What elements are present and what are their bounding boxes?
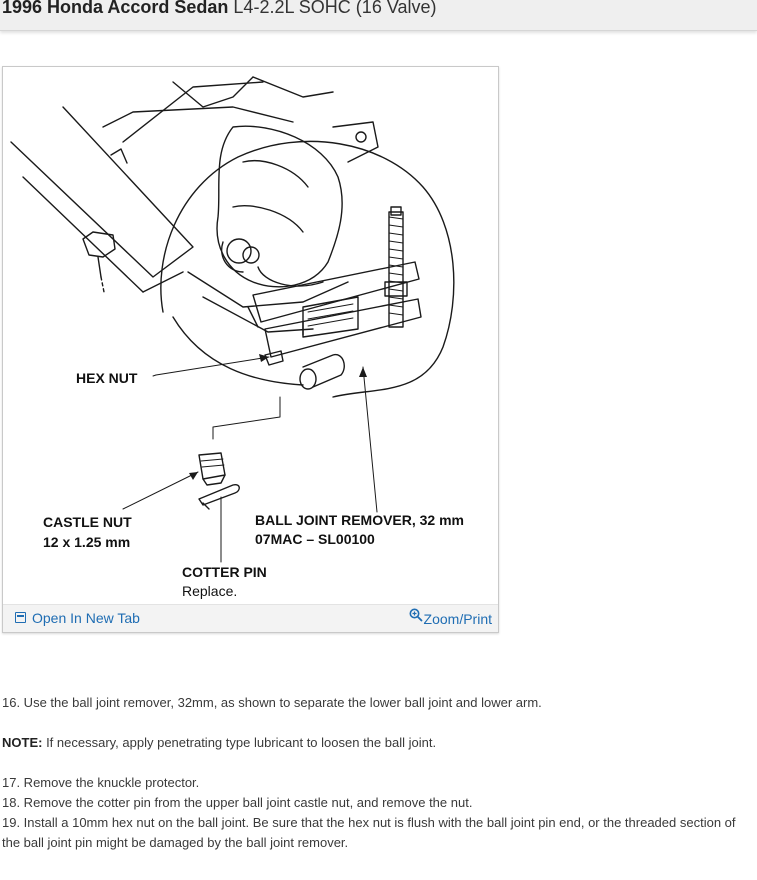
step-19: 19. Install a 10mm hex nut on the ball j… bbox=[2, 815, 736, 850]
header-bar: 1996 Honda Accord Sedan L4-2.2L SOHC (16… bbox=[0, 0, 757, 31]
cotter-pin-note: Replace. bbox=[182, 583, 238, 599]
zoom-in-icon bbox=[409, 608, 422, 622]
step-16: 16. Use the ball joint remover, 32mm, as… bbox=[2, 695, 542, 710]
ball-joint-remover-part: 07MAC – SL00100 bbox=[255, 531, 375, 547]
new-tab-icon bbox=[15, 612, 26, 623]
open-in-new-tab-link[interactable]: Open In New Tab bbox=[15, 610, 140, 626]
vehicle-engine: L4-2.2L SOHC (16 Valve) bbox=[233, 0, 437, 17]
ball-joint-diagram[interactable]: HEX NUT CASTLE NUT 12 x 1.25 mm BALL JOI… bbox=[3, 67, 498, 605]
vehicle-model: 1996 Honda Accord Sedan bbox=[2, 0, 229, 17]
figure-footer: Open In New Tab Zoom/Print bbox=[3, 604, 498, 632]
step-17: 17. Remove the knuckle protector. bbox=[2, 775, 200, 790]
vehicle-title: 1996 Honda Accord Sedan L4-2.2L SOHC (16… bbox=[2, 0, 437, 20]
open-in-new-tab-label: Open In New Tab bbox=[32, 610, 140, 626]
cotter-pin-label: COTTER PIN bbox=[182, 564, 267, 580]
castle-nut-size: 12 x 1.25 mm bbox=[43, 534, 131, 550]
hex-nut-label: HEX NUT bbox=[76, 370, 138, 386]
procedure-steps: 16. Use the ball joint remover, 32mm, as… bbox=[2, 693, 754, 853]
figure-card: HEX NUT CASTLE NUT 12 x 1.25 mm BALL JOI… bbox=[2, 66, 499, 633]
zoom-print-label: Zoom/Print bbox=[423, 611, 492, 627]
ball-joint-remover-label: BALL JOINT REMOVER, 32 mm bbox=[255, 512, 465, 528]
note-label: NOTE: bbox=[2, 735, 43, 750]
zoom-print-link[interactable]: Zoom/Print bbox=[409, 608, 492, 627]
note-text: If necessary, apply penetrating type lub… bbox=[42, 735, 437, 750]
step-18: 18. Remove the cotter pin from the upper… bbox=[2, 795, 473, 810]
ball-joint-illustration bbox=[10, 76, 455, 563]
note: NOTE: If necessary, apply penetrating ty… bbox=[2, 733, 754, 753]
castle-nut-label: CASTLE NUT bbox=[43, 514, 132, 530]
